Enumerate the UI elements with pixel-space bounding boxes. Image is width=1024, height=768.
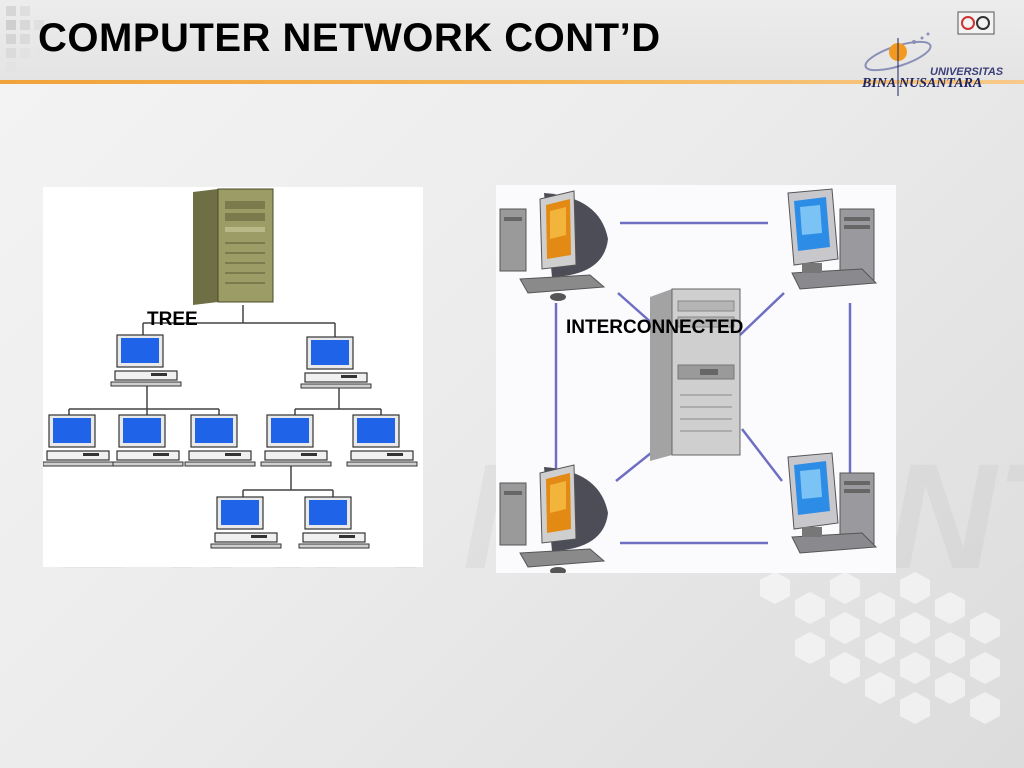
interconnected-topology-diagram: INTERCONNECTED [496, 185, 896, 573]
slide-title: COMPUTER NETWORK CONT’D [38, 16, 661, 60]
mac-computer-icon [499, 464, 609, 573]
header-accent-rule [0, 80, 1024, 84]
logo-mark-icon [864, 11, 995, 96]
tree-computer-icon [110, 334, 182, 387]
tree-topology-graphic [43, 188, 418, 549]
logo-text-line2: BINA NUSANTARA [862, 76, 983, 91]
interconnected-label: INTERCONNECTED [566, 317, 744, 338]
tree-computer-icon [300, 336, 372, 389]
tree-links [68, 305, 382, 497]
logo-text-line1: UNIVERSITAS [930, 66, 1004, 78]
tree-label: TREE [147, 309, 198, 330]
tree-computer-icon [260, 414, 332, 467]
university-logo: UNIVERSITAS BINA NUSANTARA [858, 10, 1018, 96]
tree-root-server-icon [193, 188, 274, 305]
interconnected-server-icon [650, 288, 741, 461]
pixel-decoration [6, 6, 44, 72]
tree-computer-icon [210, 496, 282, 549]
tree-topology-diagram: TREE [43, 187, 423, 567]
interconnected-topology-graphic [499, 188, 877, 573]
desktop-computer-icon [787, 188, 877, 290]
tree-computer-icon [298, 496, 370, 549]
tree-computer-icon [112, 414, 184, 467]
interconnected-links [554, 221, 852, 545]
tree-computer-icon [346, 414, 418, 467]
tree-computer-icon [184, 414, 256, 467]
tree-computer-icon [43, 414, 114, 467]
hexagon-decoration [760, 572, 1000, 724]
mac-computer-icon [499, 190, 609, 302]
desktop-computer-icon [787, 452, 877, 554]
header-band [0, 0, 1024, 82]
